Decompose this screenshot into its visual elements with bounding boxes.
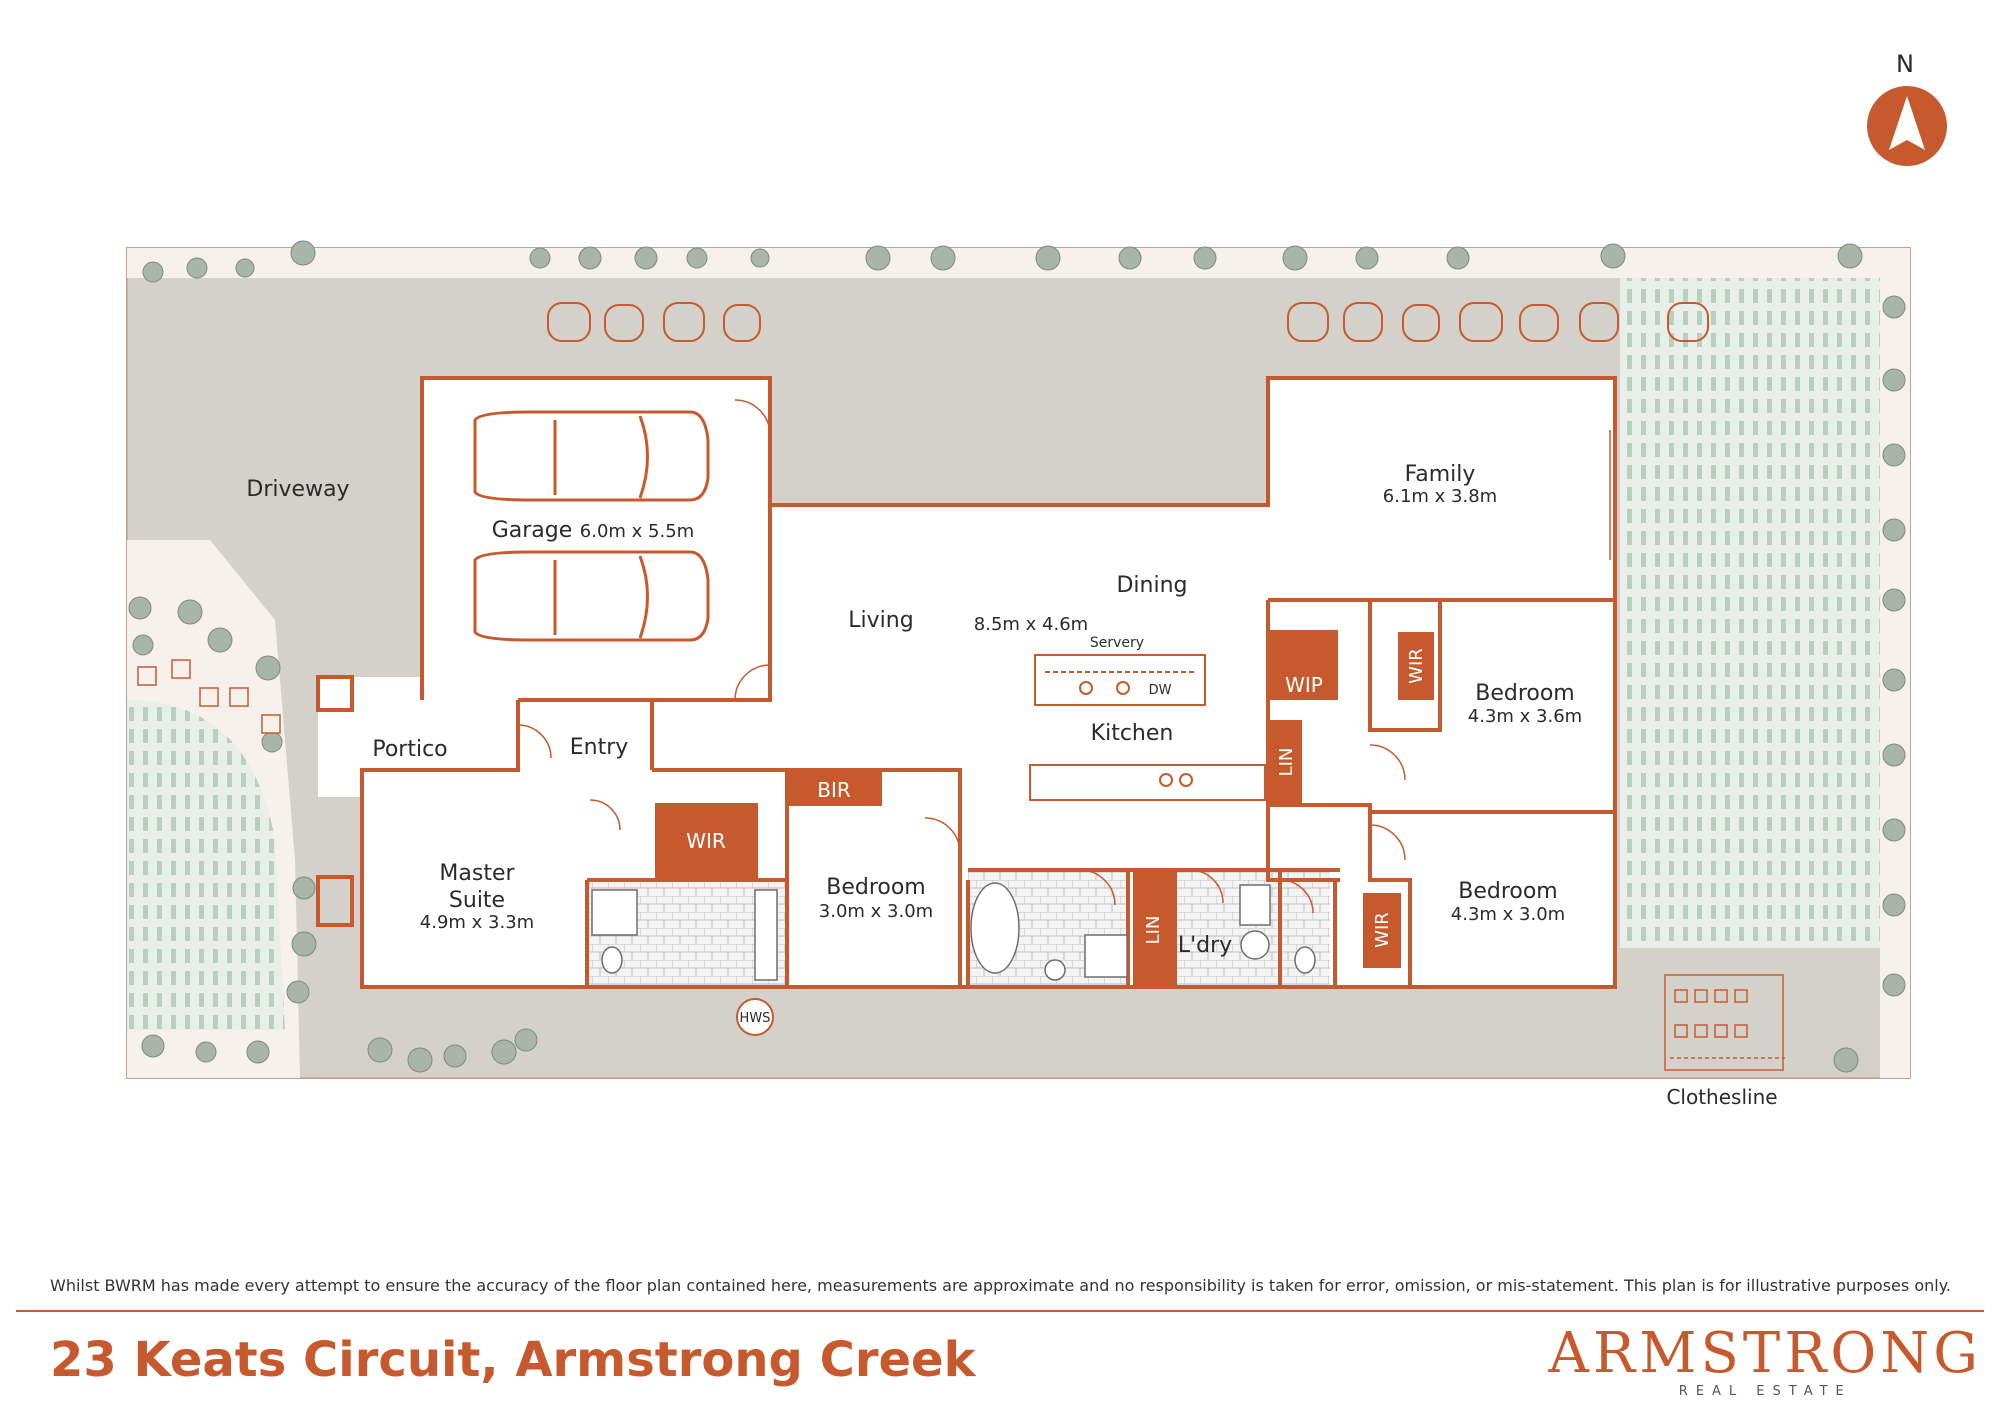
lawn-east <box>1620 278 1880 948</box>
tag-lin-lower: LIN <box>1143 916 1164 945</box>
kitchen-label: Kitchen <box>1091 721 1174 746</box>
doors <box>517 399 1406 914</box>
bedroom4-label: Bedroom <box>1458 879 1558 904</box>
floor-plan: HWS WIR BIR WIP LIN WIR LIN WIR Driveway… <box>126 50 1947 1109</box>
stepping-pavers <box>137 659 281 734</box>
clothesline-label: Clothesline <box>1666 1085 1777 1109</box>
driveway-label: Driveway <box>246 477 349 502</box>
lawn-west <box>127 700 285 1030</box>
bedroom3-dim: 4.3m x 3.6m <box>1468 706 1582 727</box>
compass-arrow-icon <box>1889 96 1925 150</box>
tag-bir: BIR <box>817 778 851 802</box>
compass-label: N <box>1896 50 1914 78</box>
storage-tags <box>655 630 1434 987</box>
brand-subtitle: REAL ESTATE <box>1678 1384 1852 1399</box>
property-address: 23 Keats Circuit, Armstrong Creek <box>50 1332 976 1388</box>
master-dim: 4.9m x 3.3m <box>420 912 534 933</box>
kitchen-benches <box>1029 654 1266 801</box>
living-dim: 8.5m x 4.6m <box>974 614 1088 635</box>
living-label: Living <box>848 608 913 633</box>
brand-logo: ARMSTRONG REAL ESTATE <box>1548 1321 1982 1400</box>
tag-wir-master: WIR <box>686 829 726 853</box>
tag-wip: WIP <box>1285 673 1323 697</box>
tag-wir-bed3: WIR <box>1406 648 1427 684</box>
garage-label: Garage <box>492 518 573 543</box>
hws-unit <box>736 998 774 1036</box>
windows <box>361 430 1611 988</box>
bathroom-fixtures <box>591 882 1316 981</box>
footer-divider <box>16 1310 1984 1312</box>
garden-strip-top <box>127 248 1910 278</box>
bedroom3-label: Bedroom <box>1475 681 1575 706</box>
disclaimer-text: Whilst BWRM has made every attempt to en… <box>50 1276 1951 1295</box>
bedroom4-dim: 4.3m x 3.0m <box>1451 904 1565 925</box>
garage-dim: 6.0m x 5.5m <box>580 521 694 542</box>
portico-label: Portico <box>372 737 447 762</box>
laundry-label: L'dry <box>1178 933 1232 958</box>
entry-label: Entry <box>570 735 629 760</box>
shrubs <box>128 240 1906 1073</box>
dw-label: DW <box>1149 683 1172 698</box>
tag-wir-bed4: WIR <box>1372 912 1393 948</box>
bedroom2-label: Bedroom <box>826 875 926 900</box>
family-label: Family <box>1405 462 1476 487</box>
servery-label: Servery <box>1090 635 1144 651</box>
house-floor <box>318 378 1615 987</box>
master-label-1: Master <box>439 861 515 886</box>
clothesline-icon <box>1664 974 1785 1071</box>
family-dim: 6.1m x 3.8m <box>1383 486 1497 507</box>
car-icon <box>473 410 710 642</box>
master-label-2: Suite <box>449 888 505 913</box>
tag-lin-upper: LIN <box>1276 748 1297 777</box>
bedroom2-dim: 3.0m x 3.0m <box>819 901 933 922</box>
brand-name: ARMSTRONG <box>1548 1321 1982 1386</box>
hws-label: HWS <box>740 1011 771 1026</box>
dining-label: Dining <box>1116 573 1187 598</box>
planter-pots <box>547 302 1709 342</box>
